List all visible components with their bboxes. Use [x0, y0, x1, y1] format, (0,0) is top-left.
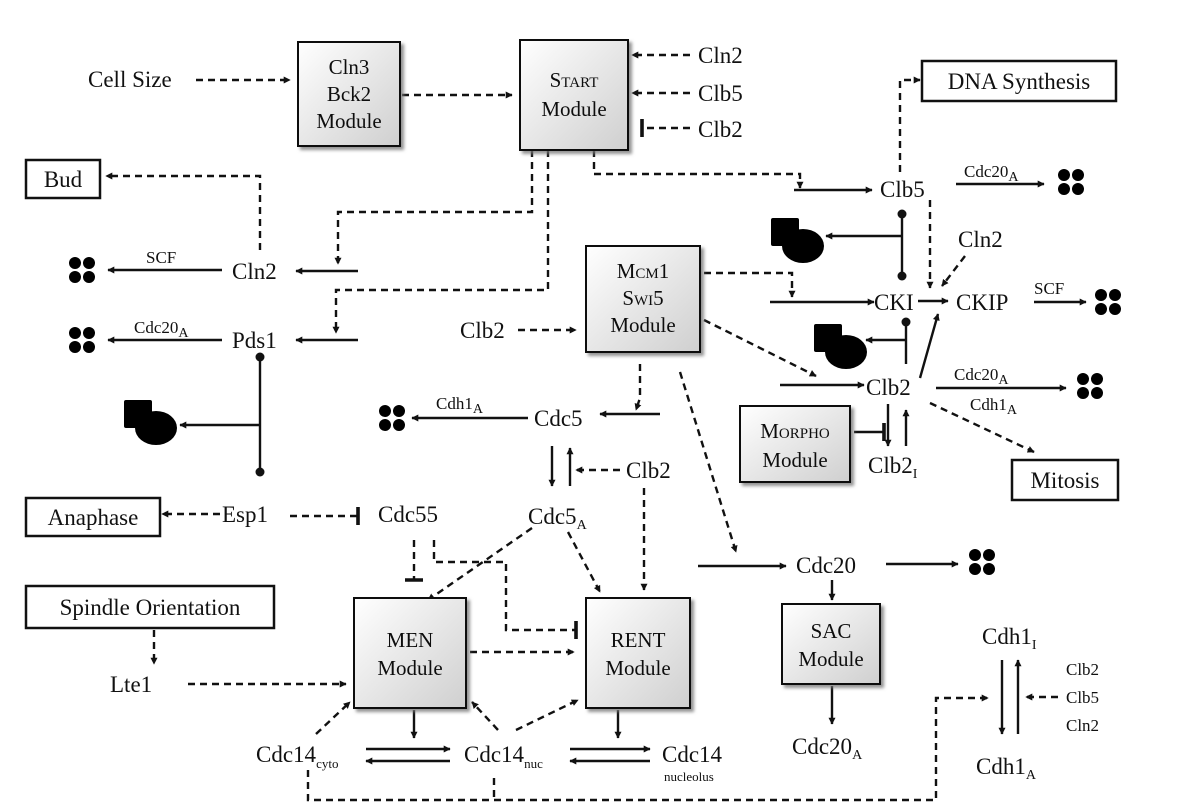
rent-module-line1: RENT	[611, 628, 666, 652]
start-module: Start Module	[519, 39, 629, 151]
degradation-icon	[1058, 169, 1084, 195]
morpho-module: Morpho Module	[739, 405, 851, 483]
dna-synthesis-label: DNA Synthesis	[948, 69, 1091, 94]
dna-synthesis-box: DNA Synthesis	[920, 59, 1118, 103]
degradation-icon	[69, 257, 95, 283]
cdc20a-left-label: Cdc20A	[134, 318, 189, 341]
sac-module-line2: Module	[798, 647, 863, 671]
cdh1a-clb2-label: Cdh1A	[970, 395, 1018, 418]
cdc14-nuc-label: Cdc14nuc	[464, 742, 543, 771]
scf-right-label: SCF	[1034, 279, 1064, 298]
cdh1i-label: Cdh1I	[982, 624, 1037, 653]
morpho-module-subtitle: Module	[762, 448, 827, 472]
spindle-orientation-box: Spindle Orientation	[24, 584, 276, 630]
cdc5a-label: Cdc5A	[528, 504, 588, 533]
cdh1a-cdc5-label: Cdh1A	[436, 394, 484, 417]
rent-module: RENT Module	[585, 597, 691, 709]
mitosis-label: Mitosis	[1030, 468, 1099, 493]
bud-label: Bud	[44, 167, 83, 192]
anaphase-box: Anaphase	[24, 496, 162, 538]
cln3-bck2-module: Cln3 Bck2 Module	[297, 41, 401, 147]
clb5-start-input: Clb5	[698, 81, 743, 106]
sac-module-line1: SAC	[811, 619, 852, 643]
clb2-label: Clb2	[866, 375, 911, 400]
rent-module-line2: Module	[605, 656, 670, 680]
cln2-cdh1-label: Cln2	[1066, 716, 1099, 735]
men-module-line1: MEN	[387, 628, 434, 652]
cdh1a-label: Cdh1A	[976, 754, 1037, 783]
morpho-module-title: Morpho	[760, 419, 830, 443]
cdc20-label: Cdc20	[796, 553, 856, 578]
swi5-module-line2: Swi5	[622, 286, 663, 310]
modification-icon	[124, 400, 177, 445]
men-module: MEN Module	[353, 597, 467, 709]
mcm1-swi5-module: Mcm1 Swi5 Module	[585, 245, 701, 353]
degradation-icon	[969, 549, 995, 575]
cki-label: CKI	[874, 290, 914, 315]
bud-box: Bud	[24, 158, 102, 200]
cdc20a-bottom-label: Cdc20A	[792, 734, 863, 763]
ckip-label: CKIP	[956, 290, 1008, 315]
cdc55-label: Cdc55	[378, 502, 438, 527]
anaphase-label: Anaphase	[48, 505, 139, 530]
clb2i-label: Clb2I	[868, 453, 918, 482]
mcm1-module-line1: Mcm1	[617, 259, 670, 283]
clb2-input-label: Clb2	[460, 318, 505, 343]
edges	[105, 51, 1087, 802]
start-module-title: Start	[550, 68, 599, 92]
modification-icon	[814, 324, 867, 369]
cdc14-nucleolus-subscript: nucleolus	[664, 769, 714, 784]
sac-module: SAC Module	[781, 603, 881, 685]
start-module-subtitle: Module	[541, 97, 606, 121]
clb2-cdc5a-label: Clb2	[626, 458, 671, 483]
spindle-orientation-label: Spindle Orientation	[60, 595, 241, 620]
modification-icon	[771, 218, 824, 263]
cell-size-label: Cell Size	[88, 67, 172, 92]
degradation-icon	[379, 405, 405, 431]
cdc14-cyto-label: Cdc14cyto	[256, 742, 338, 771]
cdc20a-clb5-label: Cdc20A	[964, 162, 1019, 185]
degradation-icon	[69, 327, 95, 353]
men-module-line2: Module	[377, 656, 442, 680]
mcm1-swi5-module-line3: Module	[610, 313, 675, 337]
cln3-bck2-module-line1: Cln3	[329, 55, 370, 79]
cln2-ckip-label: Cln2	[958, 227, 1003, 252]
cdc20a-clb2-label: Cdc20A	[954, 365, 1009, 388]
cln3-bck2-module-line3: Module	[316, 109, 381, 133]
esp1-label: Esp1	[222, 502, 268, 527]
clb2-cdh1-label: Clb2	[1066, 660, 1099, 679]
cln2-label: Cln2	[232, 259, 277, 284]
mitosis-box: Mitosis	[1010, 458, 1120, 502]
clb5-cdh1-label: Clb5	[1066, 688, 1099, 707]
clb5-label: Clb5	[880, 177, 925, 202]
cln2-start-input: Cln2	[698, 43, 743, 68]
lte1-label: Lte1	[110, 672, 152, 697]
cdc14-nucleolus-label: Cdc14	[662, 742, 723, 767]
pds1-label: Pds1	[232, 328, 277, 353]
degradation-icon	[1077, 373, 1103, 399]
cdc5-label: Cdc5	[534, 406, 583, 431]
scf-left-label: SCF	[146, 248, 176, 267]
clb2-start-input: Clb2	[698, 117, 743, 142]
cln3-bck2-module-line2: Bck2	[327, 82, 371, 106]
degradation-icon	[1095, 289, 1121, 315]
